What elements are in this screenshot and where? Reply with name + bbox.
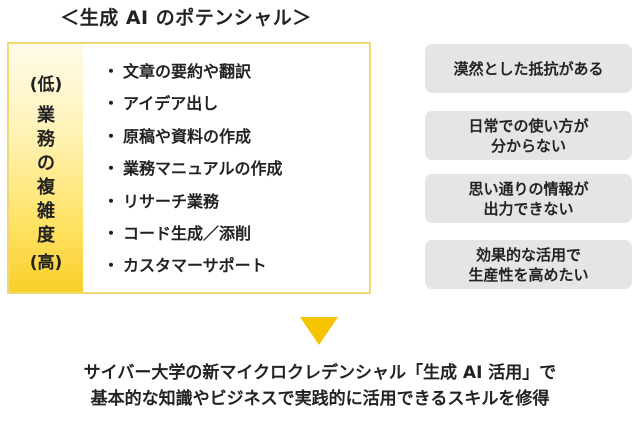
axis-char: の [37, 153, 55, 174]
complexity-scale: (低) 業 務 の 複 雑 度 (高) [9, 44, 83, 292]
barrier-box: 漠然とした抵抗がある [425, 44, 632, 93]
bullet-icon: ・ [103, 126, 120, 146]
bullet-icon: ・ [103, 62, 120, 81]
barrier-text: 生産性を高めたい [468, 265, 589, 284]
use-case-label: カスタマーサポート [123, 256, 267, 276]
barrier-text: 分からない [490, 136, 566, 155]
barrier-text: 効果的な活用で [475, 245, 581, 264]
barrier-box: 効果的な活用で 生産性を高めたい [425, 240, 632, 289]
list-item: ・原稿や資料の作成 [103, 121, 283, 153]
barrier-text: 漠然とした抵抗がある [453, 59, 604, 78]
barrier-text: 出力できない [483, 199, 574, 218]
use-case-label: 文章の要約や翻訳 [123, 62, 252, 81]
bullet-icon: ・ [103, 224, 120, 244]
use-case-list: ・文章の要約や翻訳 ・アイデア出し ・原稿や資料の作成 ・業務マニュアルの作成 … [103, 56, 283, 283]
axis-char: 複 [37, 177, 55, 198]
barrier-text: 思い通りの情報が [468, 179, 589, 198]
use-case-label: 業務マニュアルの作成 [123, 159, 283, 179]
list-item: ・アイデア出し [103, 88, 283, 120]
bullet-icon: ・ [103, 256, 120, 276]
conclusion-line: 基本的な知識やビジネスで実践的に活用できるスキルを修得 [90, 389, 550, 409]
axis-char: 度 [37, 225, 55, 246]
conclusion-text: サイバー大学の新マイクロクレデンシャル「生成 AI 活用」で 基本的な知識やビジ… [0, 360, 640, 412]
axis-char: 務 [37, 129, 55, 150]
axis-char: 雑 [37, 201, 55, 222]
scale-high-label: (高) [29, 253, 63, 273]
list-item: ・コード生成／添削 [103, 218, 283, 250]
scale-low-label: (低) [29, 75, 63, 95]
bullet-icon: ・ [103, 94, 120, 114]
down-arrow-icon [300, 317, 338, 345]
axis-char: 業 [37, 105, 55, 126]
page-title: ＜生成 AI のポテンシャル＞ [60, 7, 312, 29]
use-case-label: アイデア出し [123, 94, 219, 114]
barrier-box: 日常での使い方が 分からない [425, 111, 632, 160]
list-item: ・カスタマーサポート [103, 250, 283, 282]
bullet-icon: ・ [103, 191, 120, 211]
use-case-label: コード生成／添削 [123, 224, 252, 244]
list-item: ・業務マニュアルの作成 [103, 153, 283, 185]
use-case-label: リサーチ業務 [123, 191, 220, 211]
bullet-icon: ・ [103, 159, 120, 179]
list-item: ・文章の要約や翻訳 [103, 56, 283, 88]
potential-box: (低) 業 務 の 複 雑 度 (高) ・文章の要約や翻訳 ・アイデア出し ・原… [7, 42, 371, 294]
barrier-text: 日常での使い方が [468, 116, 589, 135]
scale-axis-label: 業 務 の 複 雑 度 [9, 104, 83, 248]
barrier-box: 思い通りの情報が 出力できない [425, 174, 632, 223]
use-case-label: 原稿や資料の作成 [123, 126, 252, 146]
list-item: ・リサーチ業務 [103, 186, 283, 218]
conclusion-line: サイバー大学の新マイクロクレデンシャル「生成 AI 活用」で [83, 363, 557, 383]
